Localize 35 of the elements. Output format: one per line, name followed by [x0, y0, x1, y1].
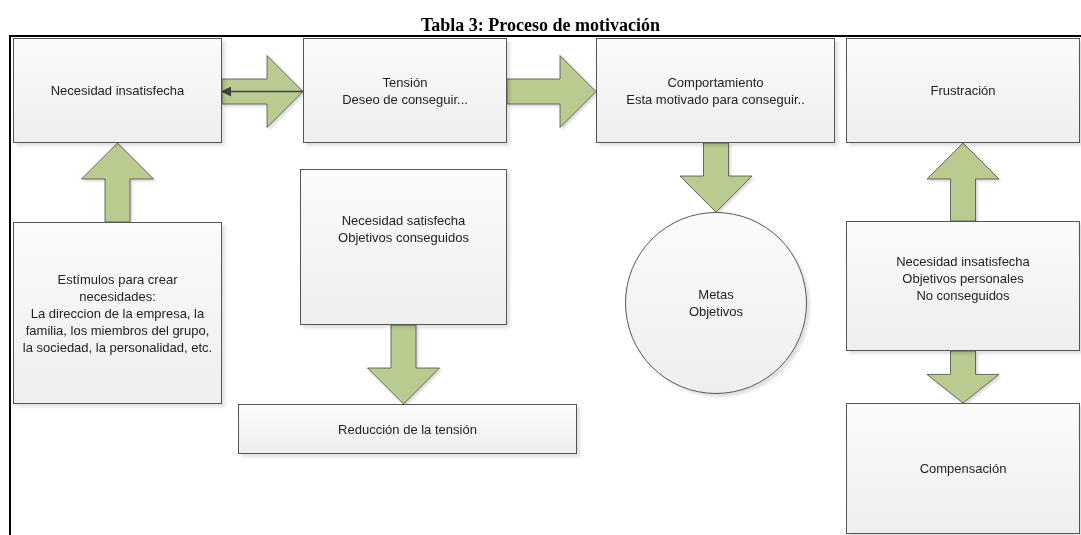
node-text: Objetivos personales	[902, 269, 1024, 287]
block-arrow	[926, 142, 1000, 222]
process-box	[846, 403, 1080, 534]
node-text: Deseo de conseguir...	[342, 90, 468, 108]
node-text: La direccion de la empresa, la familia, los miembros del grupo, la sociedad, la personalidad, etc.	[22, 304, 213, 356]
node-text: No conseguidos	[916, 286, 1010, 304]
process-box	[303, 38, 507, 143]
node-text: Esta motivado para conseguir..	[626, 90, 805, 108]
node-heading: Metas	[698, 286, 734, 303]
process-box	[300, 169, 507, 325]
block-arrow	[81, 142, 154, 223]
block-arrow	[926, 350, 1000, 404]
node-text: Necesidad insatisfecha	[50, 82, 185, 99]
node-heading: Necesidad satisfecha	[341, 212, 466, 229]
node-text: Objetivos	[688, 303, 744, 320]
process-box	[846, 38, 1080, 143]
block-arrow	[506, 55, 597, 128]
node-heading: Comportamiento	[667, 73, 764, 91]
node-heading: Estímulos para crear necesidades:	[56, 270, 179, 305]
process-box	[238, 404, 577, 454]
node-heading: Tensión	[382, 73, 428, 91]
block-arrow	[679, 142, 753, 213]
block-arrow	[221, 55, 304, 128]
process-box	[846, 221, 1080, 351]
node-text: Compensación	[919, 460, 1007, 477]
node-text: Objetivos conseguidos	[338, 229, 469, 246]
node-text: Reducción de la tensión	[338, 420, 477, 438]
process-box	[596, 38, 835, 143]
arrow	[221, 86, 304, 97]
process-box	[13, 222, 222, 404]
block-arrow	[367, 324, 440, 405]
node-text: Frustración	[930, 82, 996, 99]
title: Tabla 3: Proceso de motivación	[421, 15, 660, 35]
node-heading: Necesidad insatisfecha	[896, 252, 1030, 270]
process-box	[13, 38, 222, 143]
